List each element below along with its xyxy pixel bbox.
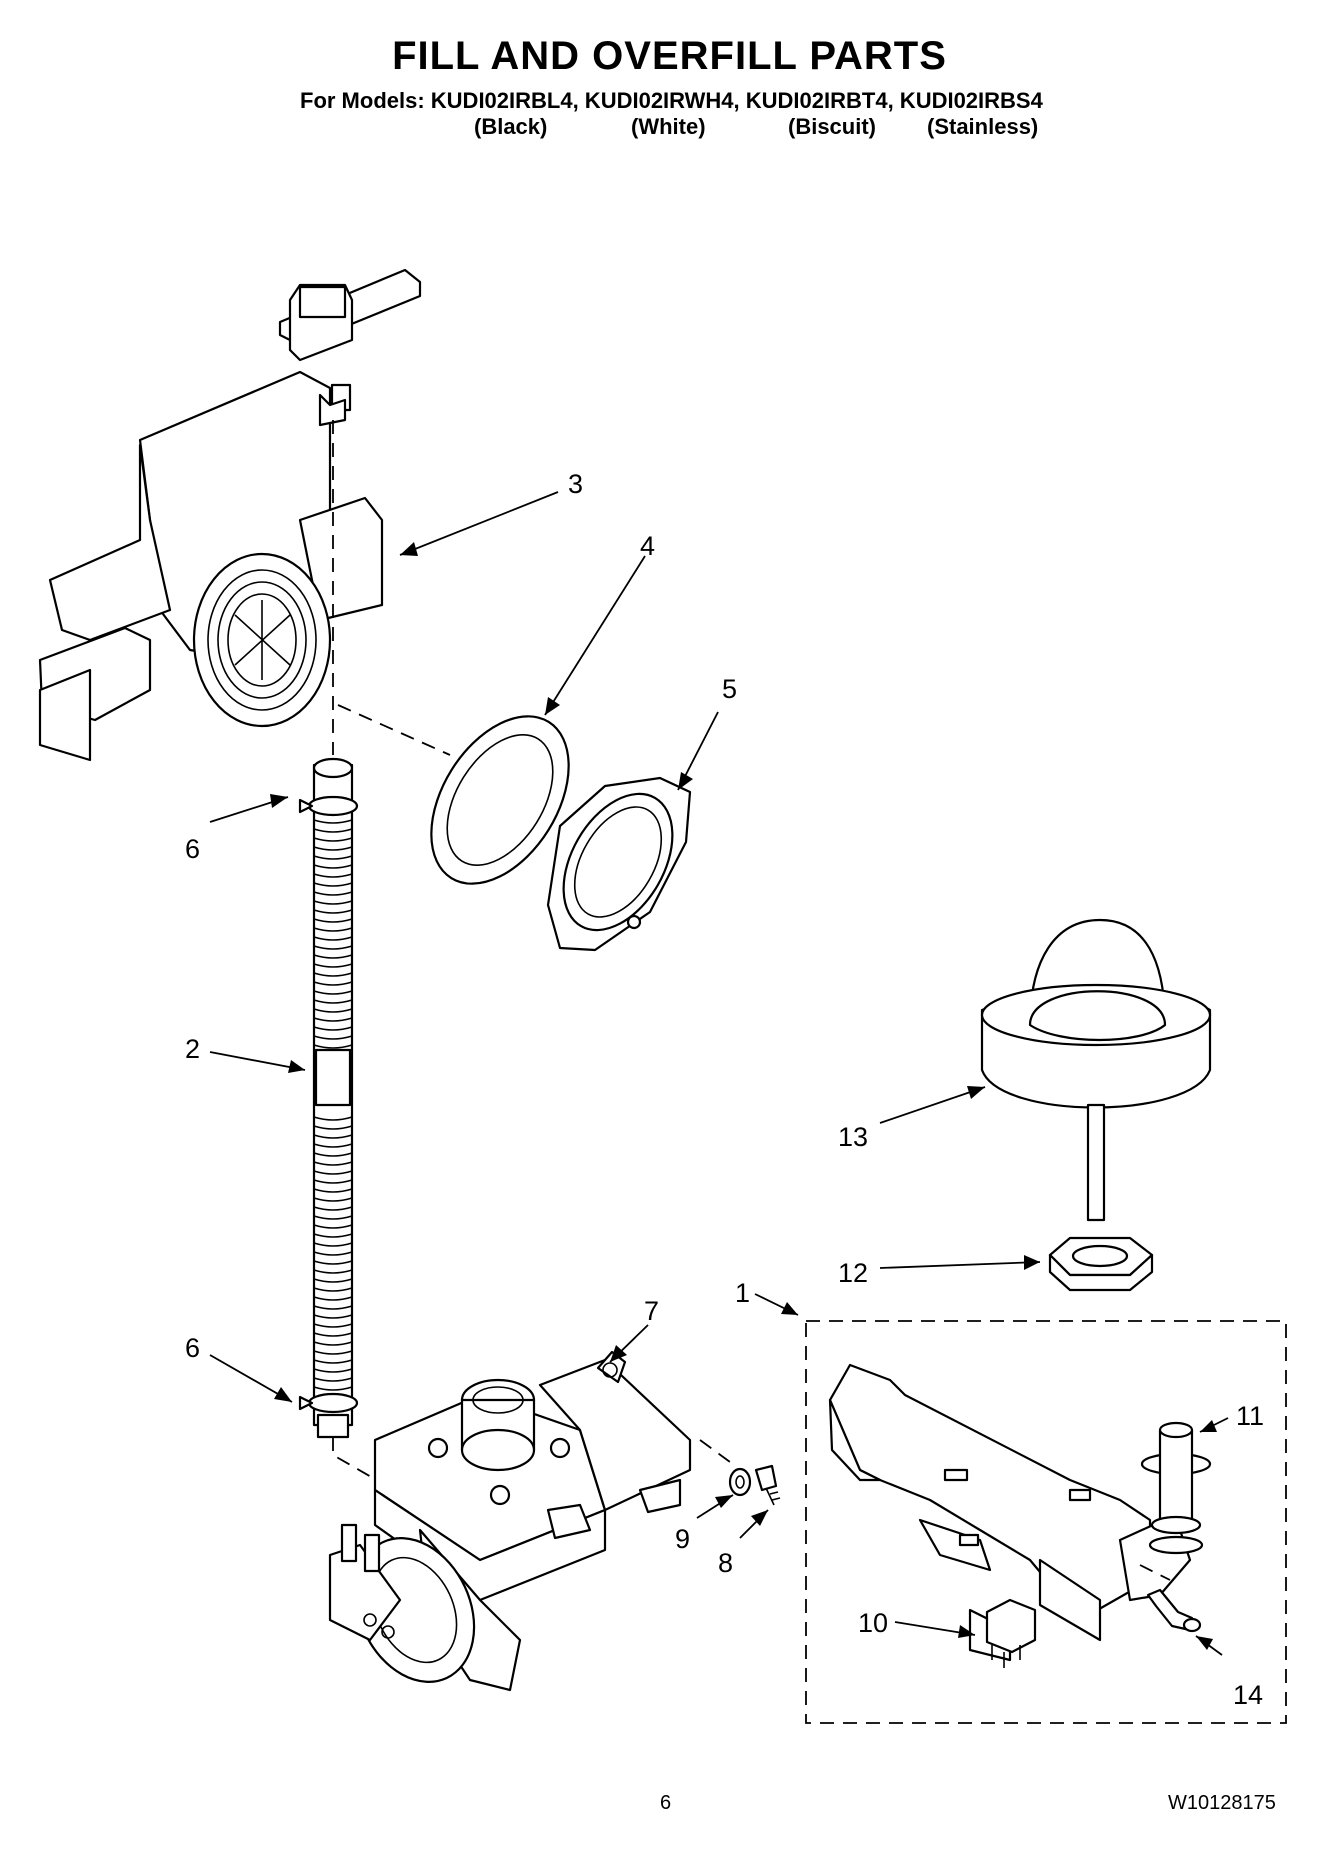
hose-clamp-bottom xyxy=(298,1392,359,1414)
valve-screw xyxy=(754,1464,781,1506)
callout-10: 10 xyxy=(858,1608,888,1638)
callout-labels: 3 4 5 6 2 13 12 1 7 6 11 9 8 10 14 xyxy=(185,469,1264,1710)
callout-3: 3 xyxy=(568,469,583,499)
switch-lever xyxy=(1146,1588,1202,1633)
leader-lines xyxy=(209,491,1229,1656)
valve-washer xyxy=(728,1467,752,1497)
callout-2: 2 xyxy=(185,1034,200,1064)
float-switch-stem xyxy=(1140,1421,1212,1555)
callout-1: 1 xyxy=(735,1278,750,1308)
callout-12: 12 xyxy=(838,1258,868,1288)
page-title: FILL AND OVERFILL PARTS xyxy=(392,34,947,78)
variant-black: (Black) xyxy=(474,114,548,139)
callout-4: 4 xyxy=(640,531,655,561)
fill-hose xyxy=(312,757,354,1439)
callout-11: 11 xyxy=(1236,1401,1264,1431)
callout-6-top: 6 xyxy=(185,834,200,864)
callout-5: 5 xyxy=(722,674,737,704)
document-code: W10128175 xyxy=(1168,1792,1276,1814)
gasket-ring xyxy=(430,715,570,885)
water-valve-assembly xyxy=(328,1350,692,1692)
fill-funnel-bracket xyxy=(38,268,422,762)
variant-stainless: (Stainless) xyxy=(927,114,1039,139)
float xyxy=(980,918,1212,1222)
callout-14: 14 xyxy=(1233,1680,1263,1710)
models-line: For Models: KUDI02IRBL4, KUDI02IRWH4, KU… xyxy=(300,88,1043,113)
callout-8: 8 xyxy=(718,1548,733,1578)
float-switch-bracket xyxy=(828,1363,1192,1662)
micro-switch xyxy=(985,1598,1037,1668)
variant-biscuit: (Biscuit) xyxy=(788,114,876,139)
hose-clamp-top xyxy=(298,795,359,817)
float-nut xyxy=(1048,1236,1154,1292)
variant-white: (White) xyxy=(631,114,706,139)
float-switch-assembly-box xyxy=(805,1320,1287,1724)
fill-nut xyxy=(546,776,692,952)
callout-6-bottom: 6 xyxy=(185,1333,200,1363)
callout-13: 13 xyxy=(838,1122,868,1152)
page-number: 6 xyxy=(660,1792,672,1814)
callout-7: 7 xyxy=(644,1296,659,1326)
callout-9: 9 xyxy=(675,1524,690,1554)
